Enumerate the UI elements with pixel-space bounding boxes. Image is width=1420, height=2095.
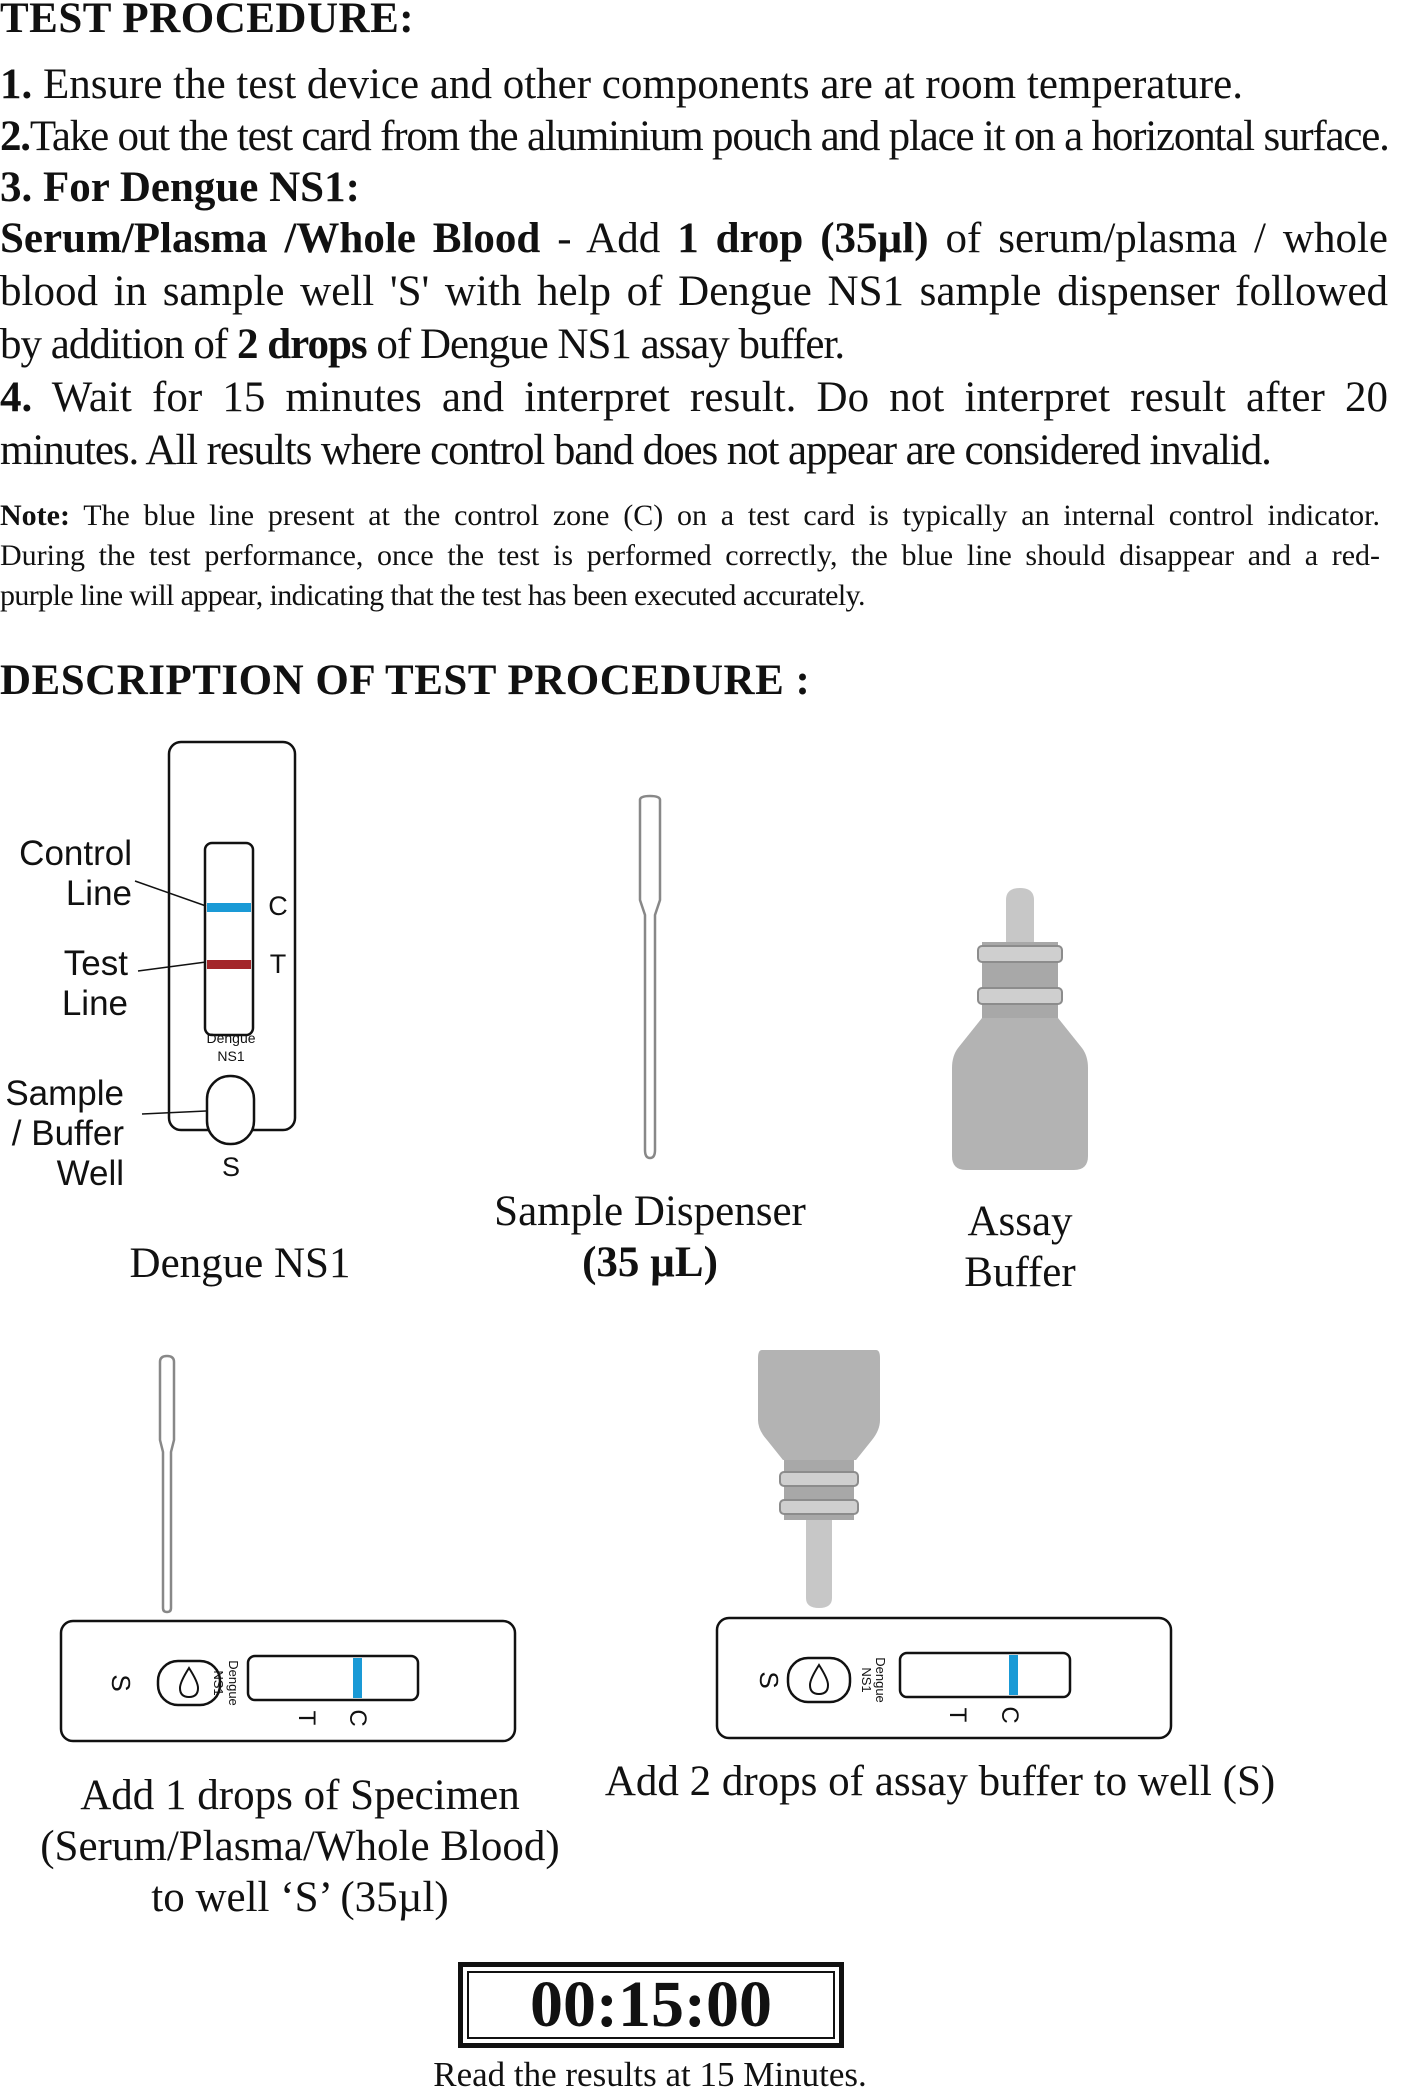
description-heading: DESCRIPTION OF TEST PROCEDURE : bbox=[0, 657, 811, 704]
step-2: 2.Take out the test card from the alumin… bbox=[0, 110, 1420, 163]
drop-icon bbox=[808, 1663, 830, 1696]
dispenser-caption: Sample Dispenser (35 µL) bbox=[494, 1188, 806, 1286]
add-buffer-diagram: S Dengue NS1 T C bbox=[715, 1350, 1173, 1740]
step-1-number: 1. bbox=[0, 61, 33, 108]
timer-caption: Read the results at 15 Minutes. bbox=[433, 2055, 867, 2094]
sample-types: Serum/Plasma /Whole Blood bbox=[0, 215, 541, 262]
c-mark: C bbox=[268, 891, 288, 921]
inverted-bottle bbox=[758, 1350, 880, 1460]
control-pointer bbox=[134, 880, 207, 907]
result-window bbox=[246, 1654, 420, 1702]
buffer-caption: Assay Buffer bbox=[964, 1198, 1076, 1296]
sample-buffer-well-label: Sample / Buffer Well bbox=[5, 1074, 124, 1193]
device-text-2: NS1 bbox=[211, 1670, 226, 1695]
step-2-text: Take out the test card from the aluminiu… bbox=[29, 113, 1390, 160]
result-window bbox=[898, 1651, 1072, 1699]
step-4-line-2: minutes. All results where control band … bbox=[0, 427, 1272, 474]
step-1: 1. Ensure the test device and other comp… bbox=[0, 58, 1420, 111]
step-3-line-2: blood in sample well 'S' with help of De… bbox=[0, 268, 1388, 315]
test-line-label: Test Line bbox=[61, 944, 128, 1023]
card-caption: Dengue NS1 bbox=[129, 1240, 351, 1287]
control-line bbox=[353, 1658, 362, 1698]
control-line bbox=[1009, 1655, 1018, 1695]
step-3-title: 3. For Dengue NS1: bbox=[0, 164, 360, 211]
c-mark: C bbox=[344, 1709, 371, 1726]
s-mark: S bbox=[106, 1674, 136, 1691]
t-mark: T bbox=[944, 1708, 971, 1723]
device-text-1: Dengue bbox=[206, 1030, 255, 1046]
t-mark: T bbox=[270, 949, 287, 979]
note-line-1: Note: The blue line present at the contr… bbox=[0, 499, 1380, 532]
step-4-line-1: 4. Wait for 15 minutes and interpret res… bbox=[0, 374, 1388, 421]
t-mark: T bbox=[293, 1711, 320, 1726]
note-line-2: During the test performance, once the te… bbox=[0, 539, 1380, 572]
specimen-caption: Add 1 drops of Specimen (Serum/Plasma/Wh… bbox=[40, 1772, 560, 1921]
test-pointer bbox=[137, 961, 207, 972]
test-line bbox=[207, 960, 251, 969]
device-text-2: NS1 bbox=[859, 1667, 874, 1692]
buffer-step-caption: Add 2 drops of assay buffer to well (S) bbox=[604, 1758, 1276, 1805]
note-label: Note: bbox=[0, 499, 70, 532]
sample-well bbox=[205, 1074, 256, 1146]
device-text-1: Dengue bbox=[873, 1657, 888, 1703]
well-pointer bbox=[141, 1110, 207, 1115]
s-mark: S bbox=[222, 1152, 240, 1182]
control-line bbox=[207, 903, 251, 912]
step-3-line-3: by addition of 2 drops of Dengue NS1 ass… bbox=[0, 321, 845, 368]
assay-buffer-bottle-icon bbox=[952, 888, 1088, 1170]
drop-icon bbox=[178, 1666, 200, 1699]
timer-display: 00:15:00 bbox=[458, 1962, 844, 2048]
step-3-line-1: Serum/Plasma /Whole Blood - Add 1 drop (… bbox=[0, 215, 1389, 262]
add-specimen-diagram: S Dengue NS1 T C bbox=[59, 1354, 517, 1743]
dispenser-icon bbox=[158, 1354, 176, 1614]
control-line-label: Control Line bbox=[19, 834, 132, 913]
s-mark: S bbox=[754, 1671, 784, 1688]
device-text-2: NS1 bbox=[217, 1048, 244, 1064]
sample-dispenser-icon bbox=[638, 794, 662, 1160]
device-text-1: Dengue bbox=[226, 1660, 241, 1706]
result-window bbox=[203, 841, 255, 1037]
dengue-test-card-diagram: C T Dengue NS1 S bbox=[134, 740, 297, 1182]
step-1-text: Ensure the test device and other compone… bbox=[43, 61, 1243, 108]
step-2-number: 2. bbox=[0, 113, 31, 160]
c-mark: C bbox=[996, 1706, 1023, 1723]
procedure-heading: TEST PROCEDURE: bbox=[0, 0, 415, 42]
note-line-3: purple line will appear, indicating that… bbox=[0, 579, 866, 612]
